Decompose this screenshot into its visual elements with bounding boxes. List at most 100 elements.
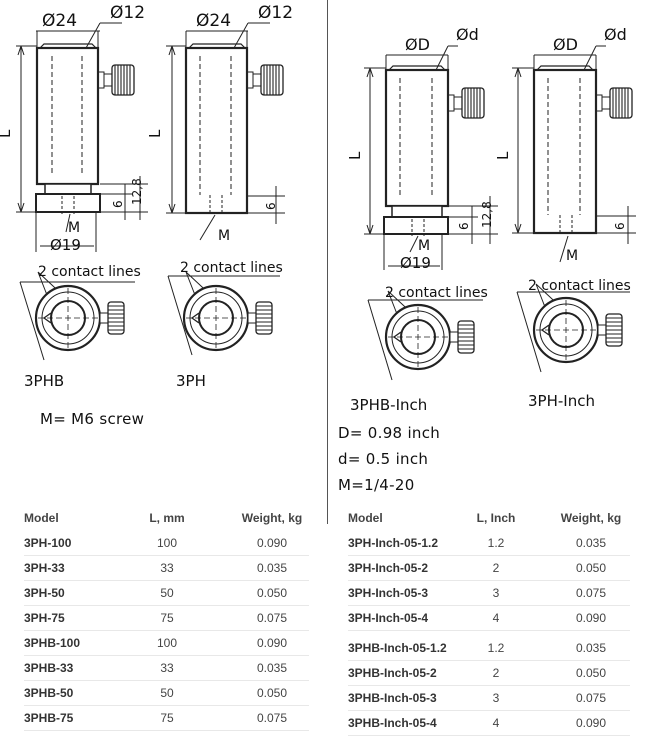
col-header-model: Model (348, 511, 383, 525)
table-header: Model L, Inch Weight, kg (348, 511, 630, 531)
cell-length: 33 (129, 555, 205, 581)
cell-length: 2 (460, 555, 532, 581)
dim-thread-m-b: M (218, 228, 230, 244)
cell-length: 4 (460, 710, 532, 736)
contact-lines-label-1: 2 contact lines (38, 264, 141, 280)
dim-12-8-b: 12,8 (480, 201, 494, 228)
dim-diameter-12: Ø12 (110, 3, 145, 23)
cell-model: 3PHB-Inch-05-2 (348, 660, 460, 686)
cell-weight: 0.090 (552, 710, 630, 736)
cell-weight: 0.075 (552, 685, 630, 711)
dim-thread-m-c: M (418, 238, 430, 254)
cell-model: 3PHB-50 (24, 680, 129, 706)
cell-weight: 0.035 (552, 531, 630, 556)
cell-length: 1.2 (460, 531, 532, 556)
dim-diameter-19: Ø19 (50, 236, 81, 254)
col-header-model: Model (24, 511, 59, 525)
dim-diameter-D-b: ØD (553, 35, 578, 54)
contact-lines-label-2: 2 contact lines (180, 260, 283, 276)
cell-weight: 0.050 (235, 580, 309, 606)
cell-weight: 0.075 (235, 605, 309, 631)
contact-lines-leader-2 (167, 275, 280, 356)
dim-diameter-19-b: Ø19 (400, 254, 431, 272)
cell-weight: 0.050 (552, 555, 630, 581)
cell-length: 3 (460, 580, 532, 606)
drawing-3phb-inch-side (364, 45, 498, 270)
cell-weight: 0.035 (235, 655, 309, 681)
cell-weight: 0.035 (235, 555, 309, 581)
dim-6-b: 6 (264, 202, 278, 210)
cell-length: 100 (129, 531, 205, 556)
dim-thread-m: M (68, 220, 80, 236)
dim-6-c: 6 (457, 222, 471, 230)
dim-diameter-12-b: Ø12 (258, 3, 293, 23)
cell-length: 50 (129, 680, 205, 706)
model-label-3ph: 3PH (176, 372, 206, 390)
note-inch-M: M=1/4-20 (338, 476, 415, 494)
cell-length: 2 (460, 660, 532, 686)
cell-length: 3 (460, 685, 532, 711)
cell-weight: 0.035 (552, 636, 630, 661)
drawing-3phb-inch-top (384, 289, 476, 371)
note-inch-D: D= 0.98 inch (338, 424, 441, 442)
dim-diameter-24-b: Ø24 (196, 11, 231, 31)
cell-length: 1.2 (460, 636, 532, 661)
drawing-3phb-side (16, 22, 148, 252)
dim-length-c: L (346, 151, 364, 160)
dim-6: 6 (111, 200, 125, 208)
cell-length: 4 (460, 605, 532, 631)
dim-12-8: 12,8 (130, 178, 144, 205)
cell-model: 3PH-50 (24, 580, 129, 606)
contact-lines-leader-4 (516, 291, 630, 373)
col-header-length: L, Inch (476, 511, 516, 525)
cell-weight: 0.050 (235, 680, 309, 706)
cell-model: 3PH-Inch-05-1.2 (348, 531, 460, 556)
cell-length: 75 (129, 705, 205, 731)
note-inch-d: d= 0.5 inch (338, 450, 429, 468)
col-header-length: L, mm (149, 511, 185, 525)
table-header: Model L, mm Weight, kg (24, 511, 309, 531)
vertical-divider (327, 0, 328, 524)
contact-lines-leader-3 (367, 299, 483, 381)
model-label-3phb: 3PHB (24, 372, 65, 390)
cell-model: 3PHB-75 (24, 705, 129, 731)
drawing-3ph-inch-top (532, 282, 624, 364)
dim-thread-m-d: M (566, 248, 578, 264)
cell-length: 100 (129, 630, 205, 656)
contact-lines-label-4: 2 contact lines (528, 278, 631, 294)
cell-model: 3PHB-Inch-05-4 (348, 710, 460, 736)
dim-length-d: L (494, 151, 512, 160)
cell-length: 50 (129, 580, 205, 606)
cell-length: 75 (129, 605, 205, 631)
cell-model: 3PH-Inch-05-3 (348, 580, 460, 606)
cell-weight: 0.090 (552, 605, 630, 631)
cell-weight: 0.075 (552, 580, 630, 606)
dim-diameter-D: ØD (405, 35, 430, 54)
dim-length-b: L (146, 129, 164, 138)
model-label-3ph-inch: 3PH-Inch (528, 392, 595, 410)
drawing-3ph-top (182, 270, 274, 352)
cell-model: 3PHB-100 (24, 630, 129, 656)
cell-weight: 0.075 (235, 705, 309, 731)
dim-diameter-24: Ø24 (42, 11, 77, 31)
cell-model: 3PHB-33 (24, 655, 129, 681)
dim-diameter-d-b: Ød (604, 25, 627, 44)
contact-lines-label-3: 2 contact lines (385, 285, 488, 301)
cell-model: 3PHB-Inch-05-3 (348, 685, 460, 711)
cell-weight: 0.090 (235, 630, 309, 656)
